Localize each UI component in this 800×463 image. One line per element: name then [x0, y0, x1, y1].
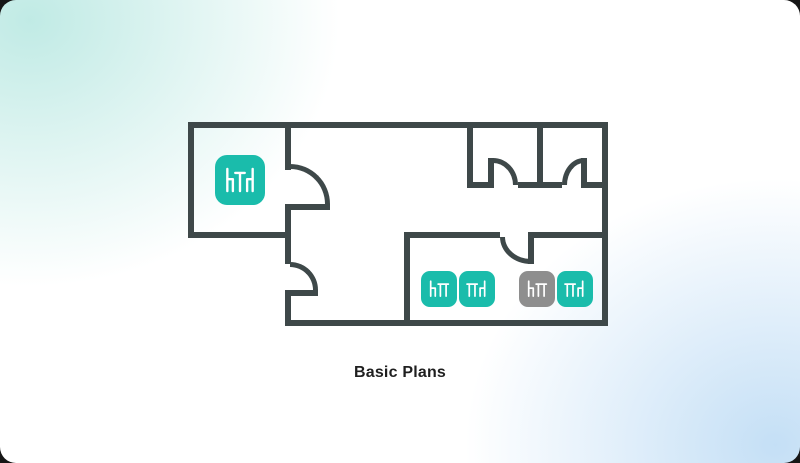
wall-room1-bottom-right: [518, 182, 543, 188]
wall-dining-west: [404, 232, 410, 326]
door-arc-room2: [562, 158, 584, 185]
wall-top: [188, 122, 608, 128]
door-arc-dining: [500, 237, 531, 264]
door-arc-room1: [493, 158, 518, 185]
door-leaf-room2: [581, 158, 587, 188]
wall-room1-room2-divider: [537, 122, 543, 188]
dining-table-chair-left-icon[interactable]: [519, 271, 555, 307]
wall-room1-bottom-left: [467, 182, 488, 188]
door-arc-topleft-room: [290, 164, 330, 204]
dining-table-chair-right-icon[interactable]: [459, 271, 495, 307]
wall-dining-top-right: [534, 232, 608, 238]
dining-table-chair-left-icon[interactable]: [421, 271, 457, 307]
wall-topleft-room-east-upper: [285, 122, 291, 170]
wall-right: [602, 122, 608, 326]
wall-topleft-room-east-lower: [285, 210, 291, 238]
wall-bottom: [285, 320, 608, 326]
wall-topleft-room-bottom: [188, 232, 291, 238]
wall-dining-top-left: [404, 232, 500, 238]
wall-left: [188, 122, 194, 238]
wall-room2-bottom-left: [537, 182, 562, 188]
wall-room2-bottom-right: [584, 182, 608, 188]
wall-corridor-west-upper: [285, 238, 291, 264]
wall-room1-west: [467, 122, 473, 188]
door-leaf-topleft-room: [285, 204, 330, 210]
wall-corridor-west-lower: [285, 296, 291, 326]
door-leaf-dining: [528, 232, 534, 264]
dining-table-chair-right-icon[interactable]: [557, 271, 593, 307]
dining-table-two-chairs-icon[interactable]: [215, 155, 265, 205]
door-leaf-room1: [488, 158, 494, 188]
door-arc-corridor: [290, 262, 318, 290]
plan-caption: Basic Plans: [353, 364, 447, 381]
door-leaf-corridor: [285, 290, 318, 296]
